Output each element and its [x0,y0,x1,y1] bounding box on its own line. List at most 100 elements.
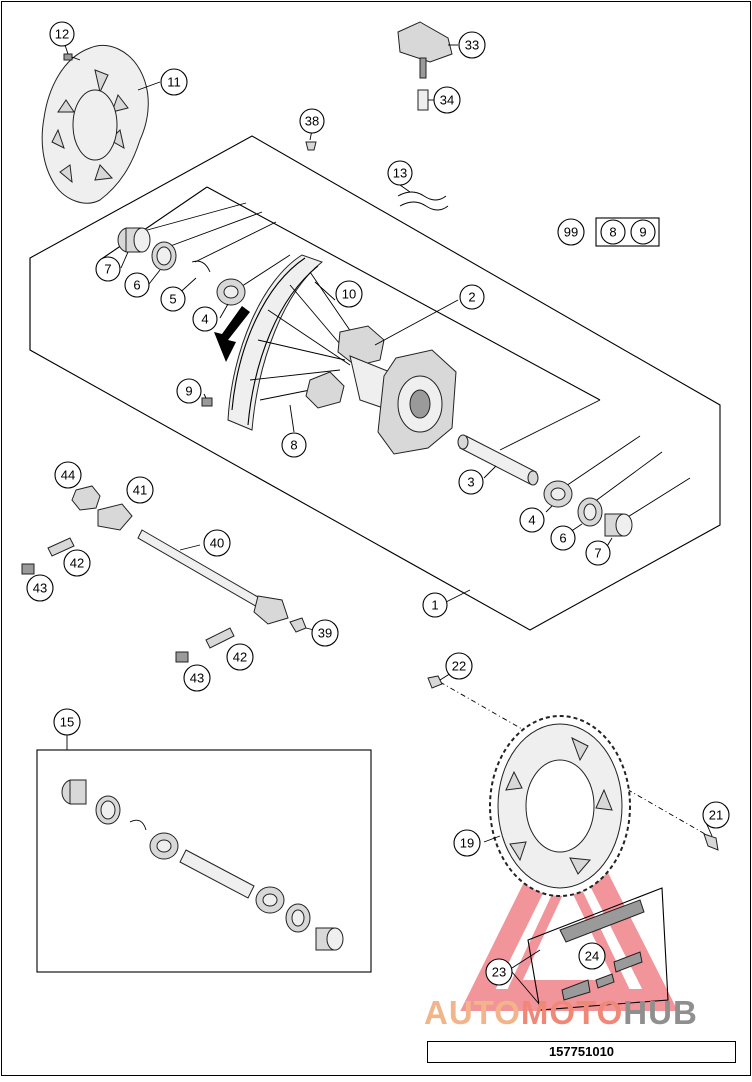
callout-23: 23 [485,958,513,986]
callout-22: 22 [445,652,473,680]
svg-text:2: 2 [468,290,475,305]
svg-text:43: 43 [190,671,204,686]
svg-text:11: 11 [167,75,181,90]
small-plug [305,141,317,151]
callout-2: 2 [459,284,485,310]
svg-text:6: 6 [133,278,140,293]
svg-text:44: 44 [61,468,75,483]
svg-text:5: 5 [169,292,176,307]
callout-9: 9 [176,378,202,404]
wheel-rim [227,254,324,431]
wheel-assembly-frame [29,135,721,631]
callout-33: 33 [458,31,486,59]
callout-43-left: 43 [26,574,54,602]
svg-text:8: 8 [290,438,297,453]
watermark-part-2: MOTO [520,994,624,1031]
svg-text:1: 1 [431,598,438,613]
wheel-hub [305,325,457,455]
hub-spacer-tube [457,434,539,486]
callout-19: 19 [453,829,481,857]
callout-99-9: 9 [630,219,656,245]
rear-sprocket [489,715,631,897]
svg-text:40: 40 [210,536,224,551]
adjuster-screw-right [175,627,235,663]
callout-43-right: 43 [183,664,211,692]
rear-axle [137,529,289,625]
svg-text:9: 9 [185,384,192,399]
chain-adjuster-41 [97,503,133,531]
brake-disc [41,44,149,204]
callout-38: 38 [299,108,325,134]
sprocket-nut-22 [427,675,443,689]
svg-text:19: 19 [460,836,474,851]
callout-15: 15 [53,708,81,736]
spoke-nipple [201,397,213,407]
callout-1: 1 [422,592,448,618]
svg-text:24: 24 [585,949,599,964]
svg-text:34: 34 [440,93,454,108]
callout-4-left: 4 [192,306,218,332]
watermark-part-1: AUTO [424,994,521,1031]
sprocket-bolt-21 [703,833,719,851]
svg-text:4: 4 [528,513,535,528]
watermark-part-3: HUB [623,994,698,1031]
bearing-kit-box [36,735,372,973]
svg-text:99: 99 [564,225,578,240]
chain-kit-box [527,887,669,1011]
callout-42-right: 42 [226,643,254,671]
callout-34: 34 [433,86,461,114]
callout-99: 99 [557,218,585,246]
callout-10: 10 [335,280,363,308]
axle-bolt-39 [289,617,307,633]
kit-99-box [595,217,660,247]
svg-text:22: 22 [452,659,466,674]
callout-5: 5 [160,286,186,312]
callout-7-left: 7 [95,256,121,282]
svg-text:43: 43 [33,581,47,596]
callout-7-right: 7 [585,540,611,566]
callout-21: 21 [702,801,730,829]
svg-text:33: 33 [465,38,479,53]
svg-text:9: 9 [639,225,646,240]
svg-text:39: 39 [318,626,332,641]
svg-text:15: 15 [60,715,74,730]
callout-99-8: 8 [600,219,626,245]
callout-6-left: 6 [124,272,150,298]
callout-11: 11 [160,68,188,96]
svg-text:6: 6 [559,531,566,546]
adjuster-screw-left [21,537,75,575]
callout-44: 44 [54,461,82,489]
callout-4-right: 4 [519,507,545,533]
svg-text:7: 7 [104,262,111,277]
svg-text:23: 23 [492,965,506,980]
callout-41: 41 [126,476,154,504]
callout-40: 40 [203,529,231,557]
svg-text:41: 41 [133,483,147,498]
callout-13: 13 [387,160,413,186]
svg-text:4: 4 [201,312,208,327]
callout-39: 39 [311,619,339,647]
svg-text:3: 3 [467,475,474,490]
svg-text:42: 42 [70,556,84,571]
svg-text:12: 12 [55,27,69,42]
svg-text:10: 10 [342,287,356,302]
svg-text:13: 13 [393,166,407,181]
callout-6-right: 6 [550,525,576,551]
callout-8: 8 [281,432,307,458]
axle-nut-44 [71,485,101,511]
svg-text:42: 42 [233,650,247,665]
rim-tape [397,191,449,211]
svg-text:38: 38 [305,114,319,129]
rotation-arrow-icon [214,306,250,362]
callout-42-left: 42 [63,549,91,577]
watermark-wordmark: AUTOMOTOHUB [424,994,744,1032]
wheel-spokes [249,271,361,401]
svg-text:7: 7 [594,546,601,561]
callout-3: 3 [458,469,484,495]
left-bearing-stack [117,227,246,306]
callout-12: 12 [49,21,75,47]
right-bearing-stack [543,480,633,537]
svg-text:21: 21 [709,808,723,823]
reference-number: 157751010 [427,1041,736,1063]
